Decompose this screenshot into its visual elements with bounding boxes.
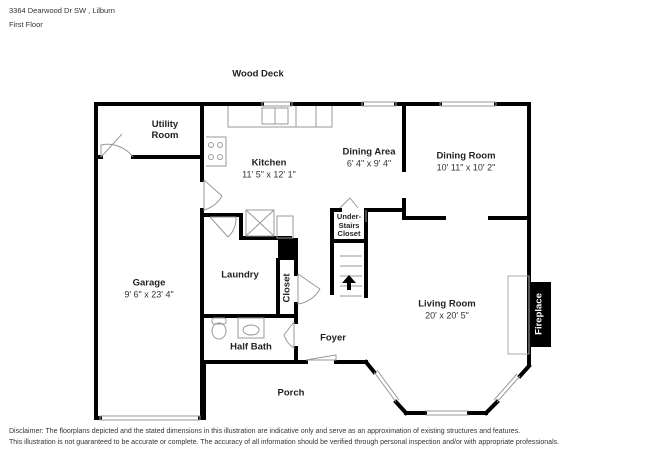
room-label-porch: Porch [277, 387, 305, 399]
room-label-living-room: Living Room 20' x 20' 5" [418, 298, 476, 321]
room-label-laundry: Laundry [221, 269, 259, 281]
room-label-utility-room: Utility Room [151, 119, 179, 141]
room-label-kitchen: Kitchen 11' 5" x 12' 1" [242, 157, 296, 180]
room-label-fireplace: Fireplace [533, 293, 545, 335]
room-label-closet: Closet [281, 273, 293, 303]
room-label-foyer: Foyer [320, 332, 346, 344]
property-address: 3364 Dearwood Dr SW , Lilburn [9, 6, 115, 15]
disclaimer-line-2: This illustration is not guaranteed to b… [9, 439, 560, 446]
room-label-half-bath: Half Bath [230, 341, 272, 353]
room-label-dining-room: Dining Room 10' 11" x 10' 2" [436, 150, 496, 173]
room-label-dining-area: Dining Area 6' 4" x 9' 4" [342, 146, 396, 169]
room-label-garage: Garage 9' 6" x 23' 4" [124, 277, 174, 300]
disclaimer-line-1: Disclaimer: The floorplans depicted and … [9, 428, 521, 435]
floor-label: First Floor [9, 20, 43, 29]
room-label-wood-deck: Wood Deck [232, 68, 284, 80]
room-label-under-stairs-closet: Under- Stairs Closet [336, 212, 362, 239]
